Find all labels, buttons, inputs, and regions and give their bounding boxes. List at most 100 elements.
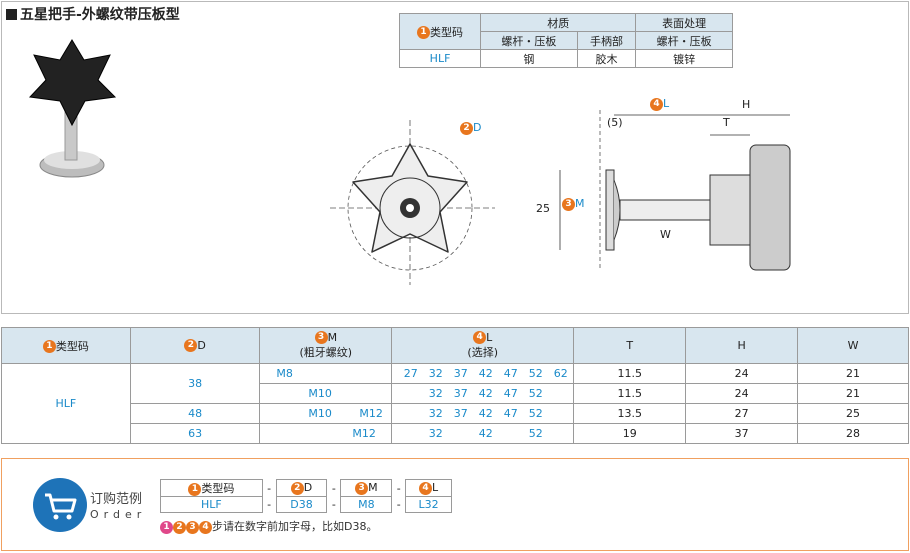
type-code-cell: HLF: [398, 49, 482, 68]
title-text: 五星把手-外螺纹带压板型: [20, 7, 180, 23]
t-cell: 13.5: [573, 403, 687, 424]
l-value: 42: [478, 387, 493, 400]
handle-material-cell: 胶木: [576, 49, 637, 68]
l-value: 32: [428, 387, 443, 400]
m-header-label: M: [327, 330, 338, 344]
m-cell: M10 M12: [259, 403, 393, 424]
l-value: 42: [478, 427, 493, 440]
t-cell: 19: [573, 423, 687, 444]
separator: -: [331, 481, 336, 495]
knob-head: [749, 144, 791, 271]
separator: -: [267, 481, 272, 495]
l-value: 47: [503, 407, 518, 420]
w-label: W: [660, 228, 671, 241]
separator: -: [396, 498, 401, 511]
type-code-label: 类型码: [430, 25, 464, 39]
l-value: 52: [528, 367, 543, 380]
w-cell: 25: [797, 403, 909, 424]
separator: -: [331, 498, 336, 511]
l-header-label: L: [486, 330, 493, 344]
l-value: 32: [428, 407, 443, 420]
sub-header: 螺杆・压板: [480, 31, 578, 50]
surface-cell: 镀锌: [635, 49, 733, 68]
order-header-label: M: [368, 481, 378, 495]
l-cell: 32 42 52: [391, 423, 575, 444]
l-header-sub: (选择): [467, 346, 499, 360]
order-value: D38: [275, 496, 328, 513]
w-cell: 28: [797, 423, 909, 444]
t-cell: 11.5: [573, 363, 687, 384]
l-value: [548, 387, 573, 400]
separator: -: [267, 498, 272, 511]
order-value: HLF: [160, 496, 263, 513]
l-value: 47: [503, 367, 518, 380]
m-cell: M12: [259, 423, 393, 444]
h-header: H: [685, 327, 799, 364]
m-header-sub: (粗牙螺纹): [299, 346, 353, 360]
h-cell: 27: [685, 403, 799, 424]
d-cell: 48: [129, 403, 261, 424]
w-cell: 21: [797, 363, 909, 384]
shopping-cart-icon: [33, 478, 87, 532]
h-label: H: [742, 98, 751, 111]
w-cell: 21: [797, 383, 909, 404]
d-label: D: [473, 121, 482, 134]
dim-25-label: 25: [536, 202, 550, 215]
d-header-label: D: [197, 338, 206, 352]
order-header-label: D: [303, 481, 313, 495]
l-label: L: [663, 97, 670, 110]
l-value: 32: [428, 367, 443, 380]
l-value: [398, 387, 423, 400]
h-cell: 24: [685, 383, 799, 404]
clamp-plate: [605, 169, 615, 251]
l-value: [548, 427, 573, 440]
product-panel: [1, 1, 909, 314]
l-value: 32: [428, 427, 443, 440]
l-value: 37: [453, 367, 468, 380]
l-value: [448, 427, 473, 440]
l-value: [398, 427, 423, 440]
l-value: 37: [453, 387, 468, 400]
product-photo: [28, 39, 117, 178]
screw-material-cell: 钢: [480, 49, 578, 68]
screw-body: [619, 199, 711, 221]
order-value: L32: [405, 496, 452, 513]
five-label: (5): [607, 116, 623, 129]
order-value: M8: [340, 496, 393, 513]
order-example-panel: [1, 458, 909, 551]
t-header: T: [573, 327, 687, 364]
sub-header: 螺杆・压板: [635, 31, 733, 50]
m-cell: M8: [259, 363, 393, 384]
d-cell: 38: [129, 363, 261, 404]
d-cell: 63: [129, 423, 261, 444]
type-cell: HLF: [1, 363, 131, 444]
t-label: T: [723, 116, 730, 129]
star-knob: [28, 39, 117, 127]
l-value: 52: [528, 407, 543, 420]
t-cell: 11.5: [573, 383, 687, 404]
sub-header: 手柄部: [576, 31, 637, 50]
front-view-drawing: [330, 120, 495, 285]
order-header-label: L: [432, 481, 439, 495]
l-value: 52: [528, 427, 543, 440]
m-cell: M10: [259, 383, 393, 404]
order-subtitle: Order: [90, 508, 147, 521]
h-cell: 37: [685, 423, 799, 444]
